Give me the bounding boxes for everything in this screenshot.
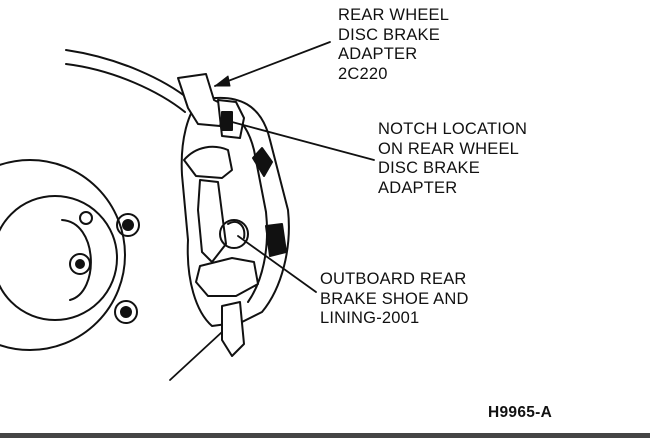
adapter-label: REAR WHEEL DISC BRAKE ADAPTER 2C220 — [338, 6, 449, 84]
lug-nut — [69, 253, 91, 275]
label-line: 2C220 — [338, 64, 388, 83]
leader-notch — [231, 121, 375, 161]
label-line: OUTBOARD REAR — [320, 270, 467, 288]
caliper-lower-tab — [221, 301, 245, 357]
lug-nut — [114, 300, 138, 324]
rotor-outer-edge-inner — [65, 63, 186, 113]
label-line: LINING-2001 — [320, 309, 420, 327]
lug-nut — [116, 213, 140, 237]
label-line: NOTCH LOCATION — [378, 120, 528, 138]
lug-nut — [79, 211, 93, 225]
hub-outer-ring — [0, 159, 126, 351]
shoe-pin — [219, 219, 249, 249]
notch-label: NOTCH LOCATION ON REAR WHEEL DISC BRAKE … — [378, 120, 527, 198]
hub-center — [61, 219, 92, 301]
label-line: ON REAR WHEEL — [378, 139, 520, 158]
shoe-pin-clip — [227, 220, 246, 239]
leader-adapter-arrowhead — [214, 75, 231, 87]
leader-adapter — [214, 41, 331, 87]
bottom-bar — [0, 433, 650, 438]
notch-slot — [221, 111, 233, 131]
label-line: ADAPTER — [378, 178, 458, 197]
label-line: ADAPTER — [338, 45, 418, 63]
label-line: REAR WHEEL — [338, 6, 450, 24]
label-line: BRAKE SHOE AND — [320, 289, 469, 308]
shoe-finger-upper — [183, 145, 233, 179]
leader-shoe — [237, 235, 317, 293]
shoe-label: OUTBOARD REAR BRAKE SHOE AND LINING-2001 — [320, 270, 469, 329]
label-line: DISC BRAKE — [338, 25, 440, 44]
label-line: DISC BRAKE — [378, 159, 480, 177]
hub-inner-ring — [0, 195, 118, 321]
bleeder-screw — [265, 223, 287, 257]
figure-id: H9965-A — [488, 404, 553, 421]
shoe-finger-lower — [195, 257, 259, 297]
rotor-outer-edge — [65, 49, 191, 101]
caliper-window — [252, 147, 273, 177]
leader-lower-tab — [169, 331, 223, 381]
